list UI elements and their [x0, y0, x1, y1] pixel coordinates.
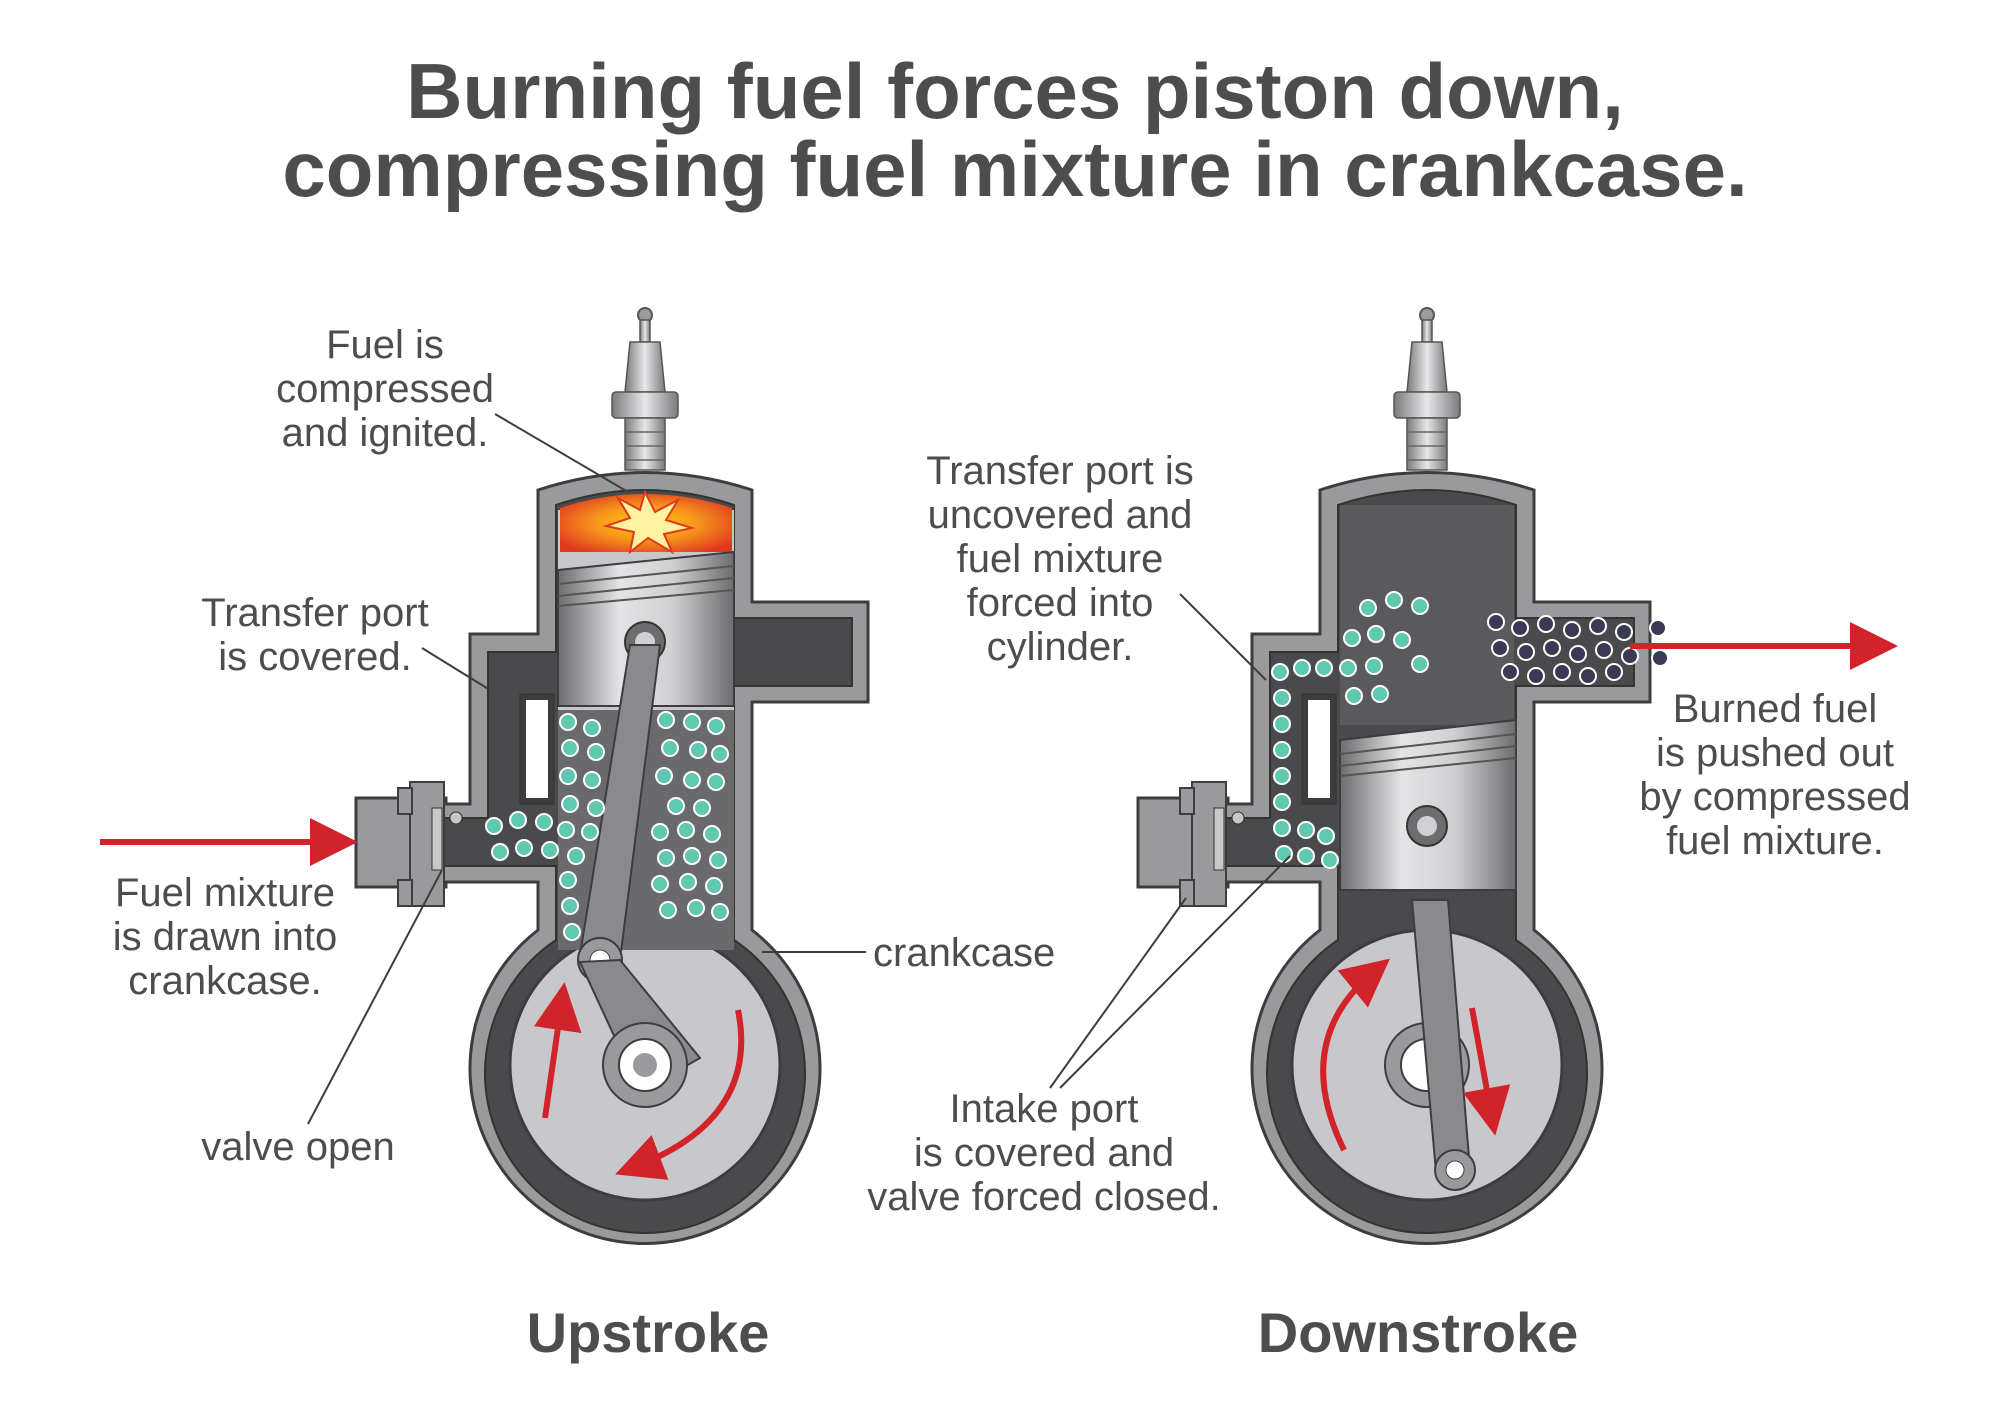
upstroke-engine [354, 307, 870, 1245]
downstroke-engine [1136, 307, 1669, 1245]
spark-burst-icon [602, 489, 696, 555]
svg-text:is drawn into: is drawn into [113, 915, 338, 959]
svg-text:and ignited.: and ignited. [282, 411, 489, 455]
svg-text:valve forced closed.: valve forced closed. [867, 1175, 1221, 1219]
label-valve-open: valve open [201, 1125, 394, 1169]
label-transfer-uncovered: Transfer port is uncovered and fuel mixt… [926, 449, 1193, 669]
svg-text:uncovered and: uncovered and [928, 493, 1193, 537]
burned-particles [1487, 613, 1669, 685]
rotation-arrow-around-right [1320, 958, 1390, 1152]
leader-fuel-ignited [494, 413, 629, 493]
svg-text:Transfer port: Transfer port [201, 591, 428, 635]
rotation-arrow-down-right [1463, 1007, 1511, 1136]
svg-text:cylinder.: cylinder. [987, 625, 1134, 669]
svg-text:is covered and: is covered and [914, 1131, 1174, 1175]
spark-plug-icon [611, 307, 679, 471]
svg-text:fuel mixture: fuel mixture [957, 537, 1164, 581]
caption-downstroke: Downstroke [1258, 1301, 1579, 1364]
svg-text:is covered.: is covered. [218, 635, 411, 679]
svg-text:is pushed out: is pushed out [1656, 731, 1894, 775]
label-transfer-covered: Transfer port is covered. [201, 591, 428, 679]
svg-text:Transfer port is: Transfer port is [926, 449, 1193, 493]
label-crankcase: crankcase [873, 931, 1055, 975]
label-burned-fuel: Burned fuel is pushed out by compressed … [1639, 687, 1910, 863]
rotation-arrow-around [615, 1009, 745, 1180]
svg-text:crankcase.: crankcase. [128, 959, 321, 1003]
connecting-rod-right [1384, 899, 1476, 1191]
svg-text:fuel mixture.: fuel mixture. [1666, 819, 1884, 863]
svg-text:Burned fuel: Burned fuel [1673, 687, 1878, 731]
svg-text:Fuel mixture: Fuel mixture [115, 871, 335, 915]
fuel-particles [485, 711, 729, 941]
caption-upstroke: Upstroke [527, 1301, 770, 1364]
label-fuel-ignited: Fuel is compressed and ignited. [276, 323, 494, 455]
title-line-2: compressing fuel mixture in crankcase. [282, 125, 1747, 213]
svg-text:compressed: compressed [276, 367, 494, 411]
leader-valve-open [307, 869, 443, 1125]
svg-text:Intake port: Intake port [949, 1087, 1138, 1131]
intake-valve [397, 781, 463, 907]
connecting-rod [577, 644, 702, 1108]
piston-right [1339, 718, 1517, 891]
title-line-1: Burning fuel forces piston down, [406, 47, 1624, 135]
rotation-arrow-up [533, 982, 582, 1119]
spark-plug-icon-right [1393, 307, 1461, 471]
fuel-particles-right [1271, 591, 1429, 869]
piston [557, 550, 735, 707]
intake-valve-right [1179, 781, 1245, 907]
leader-transfer-uncovered [1179, 593, 1267, 681]
svg-text:forced into: forced into [967, 581, 1154, 625]
leader-transfer-covered [421, 647, 491, 691]
leader-intake-covered-2 [1059, 855, 1291, 1089]
svg-text:by compressed: by compressed [1639, 775, 1910, 819]
svg-text:Fuel is: Fuel is [326, 323, 444, 367]
label-intake-covered: Intake port is covered and valve forced … [867, 1087, 1221, 1219]
leader-intake-covered-1 [1049, 897, 1187, 1089]
label-fuel-drawn: Fuel mixture is drawn into crankcase. [113, 871, 338, 1003]
